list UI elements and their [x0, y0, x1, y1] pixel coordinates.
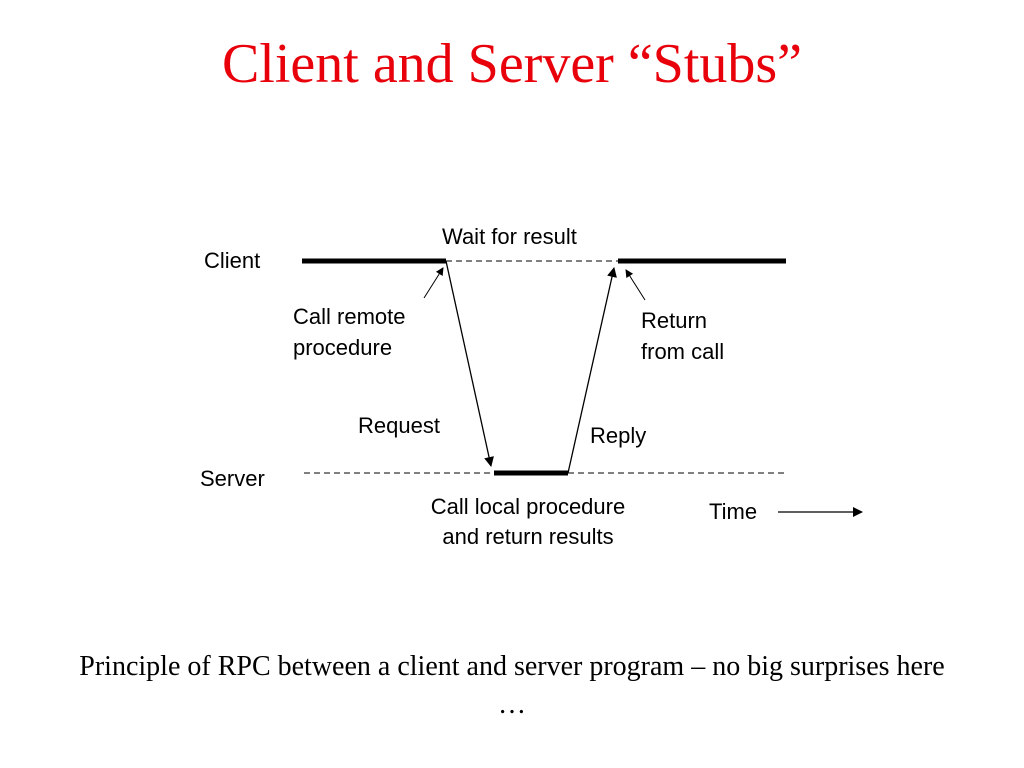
return-pointer-arrow — [625, 269, 646, 301]
call-local-label-line2: and return results — [442, 524, 613, 549]
request-label: Request — [358, 413, 440, 438]
call-remote-label-line1: Call remote — [293, 304, 405, 329]
time-label: Time — [709, 499, 757, 524]
call-local-label-line1: Call local procedure — [431, 494, 625, 519]
server-label: Server — [200, 466, 265, 491]
call-remote-pointer-arrow — [423, 267, 444, 299]
client-label: Client — [204, 248, 260, 273]
slide-title: Client and Server “Stubs” — [221, 33, 803, 95]
return-label-line2: from call — [641, 339, 724, 364]
wait-for-result-label: Wait for result — [442, 224, 577, 249]
call-remote-label-line2: procedure — [293, 335, 392, 360]
return-label-line1: Return — [641, 308, 707, 333]
request-arrow — [445, 260, 494, 467]
reply-arrow — [567, 267, 617, 474]
slide-caption: Principle of RPC between a client and se… — [79, 651, 945, 720]
reply-label: Reply — [590, 423, 646, 448]
